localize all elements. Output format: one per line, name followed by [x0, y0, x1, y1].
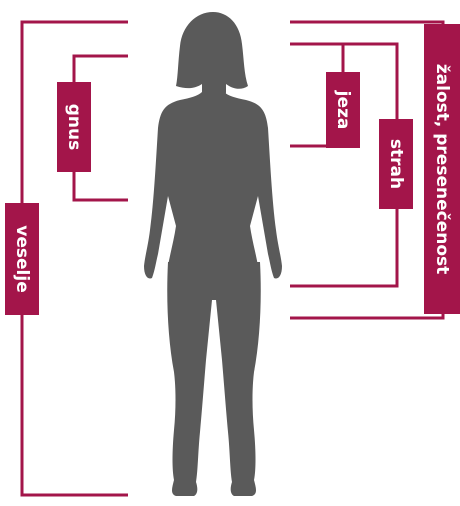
- jeza-label: jeza: [333, 90, 353, 130]
- veselje-label: veselje: [12, 225, 32, 292]
- zalost-label: žalost, presenečenost: [432, 64, 452, 275]
- strah-label: strah: [386, 139, 406, 189]
- torso: [144, 92, 282, 279]
- legs: [167, 262, 261, 496]
- gnus-label: gnus: [64, 104, 84, 151]
- body-silhouette: [144, 12, 282, 496]
- head: [176, 12, 248, 98]
- zalost-bracket: [290, 22, 443, 318]
